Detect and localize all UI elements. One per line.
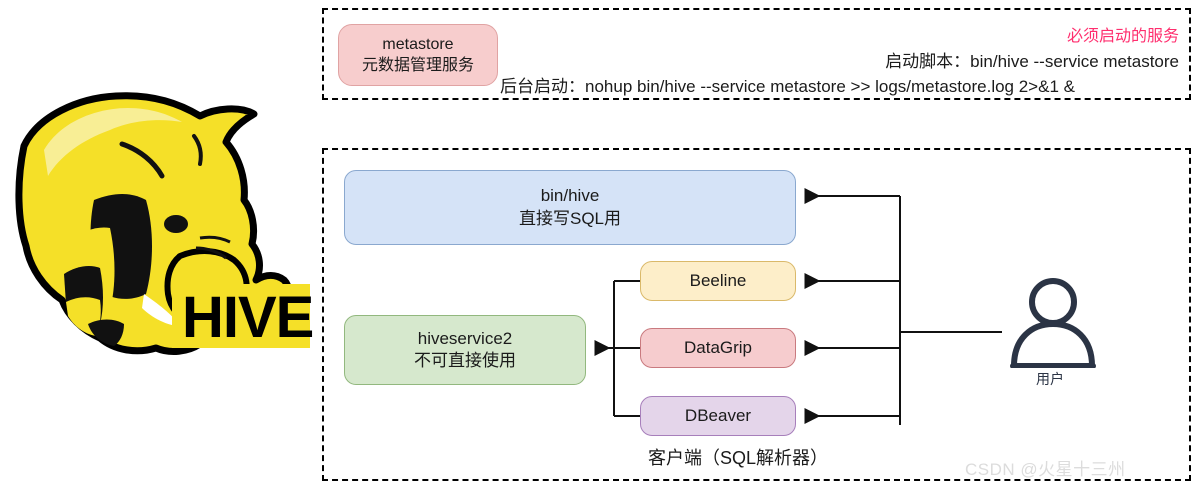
bin-hive-subtitle: 直接写SQL用 (518, 208, 622, 228)
user-icon (1010, 278, 1096, 368)
bin-hive-node[interactable]: bin/hive 直接写SQL用 (344, 170, 796, 245)
client-label: DBeaver (684, 405, 752, 425)
hive-wordmark: HIVE (172, 284, 314, 350)
start-script-text: 启动脚本：bin/hive --service metastore (885, 52, 1179, 71)
hiveservice2-subtitle: 不可直接使用 (414, 351, 516, 370)
client-panel (322, 148, 1191, 481)
client-node-dbeaver[interactable]: DBeaver (640, 396, 796, 436)
hive-logo: HIVE (4, 88, 314, 358)
bin-hive-title: bin/hive (540, 186, 600, 206)
client-node-beeline[interactable]: Beeline (640, 261, 796, 301)
client-label: DataGrip (683, 337, 753, 357)
background-start-text: 后台启动：nohup bin/hive --service metastore … (500, 77, 1075, 96)
client-section-caption: 客户端（SQL解析器） (648, 448, 829, 468)
hive-logo-artwork: HIVE (15, 92, 314, 355)
metastore-node[interactable]: metastore 元数据管理服务 (338, 24, 498, 86)
client-label: Beeline (689, 270, 747, 290)
client-node-datagrip[interactable]: DataGrip (640, 328, 796, 368)
hiveservice2-title: hiveservice2 (417, 328, 513, 348)
metastore-title: metastore (382, 35, 454, 53)
metastore-subtitle: 元数据管理服务 (361, 57, 474, 74)
svg-text:HIVE: HIVE (182, 285, 313, 350)
hiveservice2-node[interactable]: hiveservice2 不可直接使用 (344, 315, 586, 385)
user-label: 用户 (1036, 371, 1064, 387)
metastore-panel (322, 8, 1191, 100)
must-start-note: 必须启动的服务 (1066, 28, 1179, 45)
watermark: CSDN @火星十三州 (965, 460, 1126, 479)
